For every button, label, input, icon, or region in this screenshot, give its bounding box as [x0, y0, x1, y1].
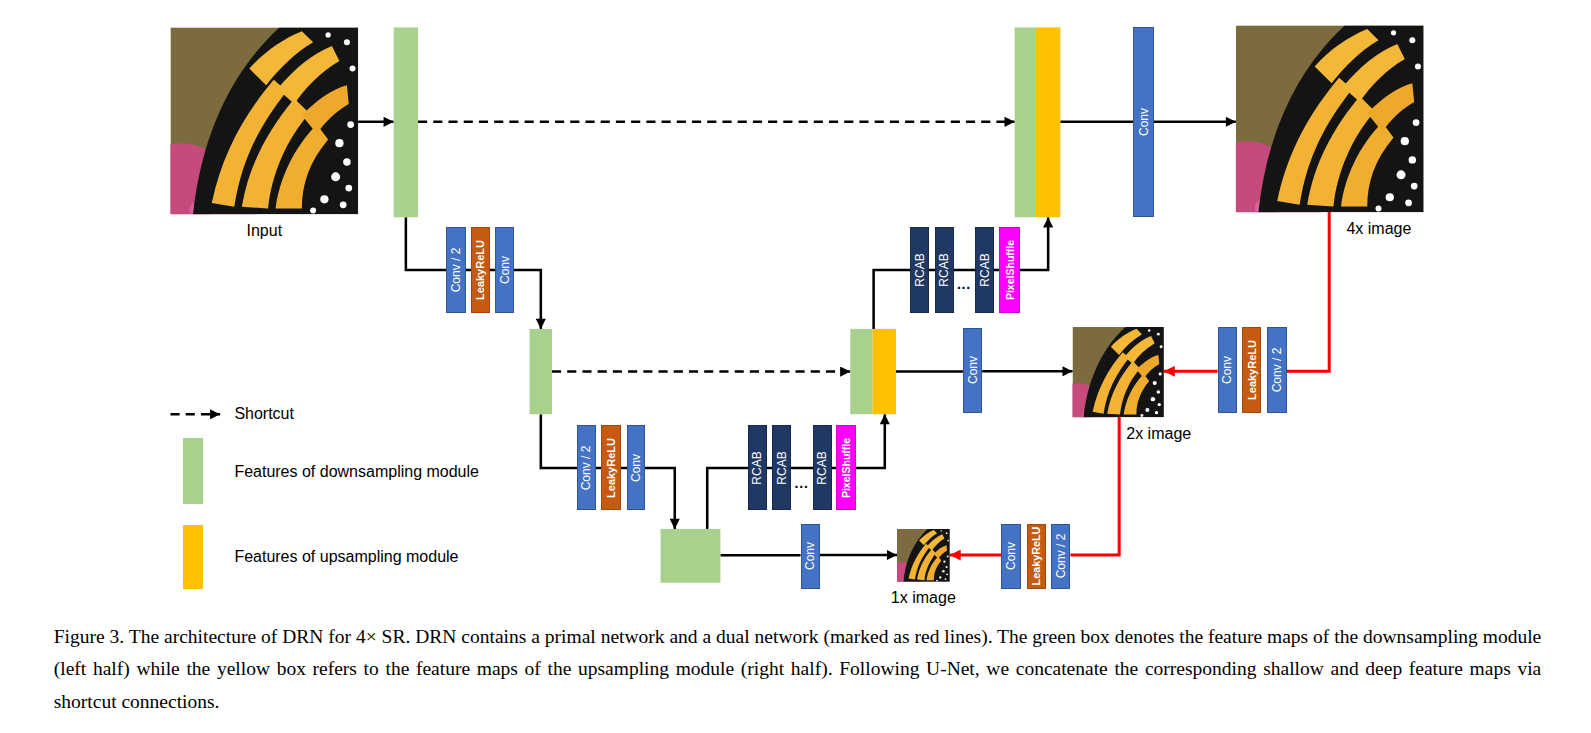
- feature-map: [1036, 27, 1060, 217]
- feature-map: [850, 329, 872, 414]
- conv-block: Conv: [495, 227, 514, 312]
- wires: [170, 122, 1133, 556]
- image-caption: 2x image: [1126, 425, 1191, 443]
- shortcut-line: [418, 121, 1015, 124]
- block-label: RCAB: [751, 451, 763, 484]
- block-label: PixelShuffle: [841, 438, 852, 498]
- block-label: Conv: [804, 542, 816, 570]
- conv-block: Conv: [1001, 524, 1020, 589]
- block-label: Conv: [1221, 356, 1233, 384]
- conv-block: Conv: [801, 524, 820, 589]
- wire: [406, 217, 541, 329]
- output-photo: [1202, 25, 1424, 225]
- feature-map: [661, 529, 721, 583]
- pixelshuffle-block: PixelShuffle: [836, 425, 856, 510]
- rcab-block: RCAB: [772, 425, 791, 510]
- block-label: RCAB: [816, 451, 828, 484]
- legend-swatch: [183, 438, 203, 504]
- block-label: Conv: [1138, 108, 1150, 136]
- dual-connector: [1164, 370, 1218, 373]
- ellipsis-label: ···: [794, 479, 810, 495]
- image-node: 2x image: [1073, 327, 1164, 417]
- conv-block: Conv: [1133, 27, 1153, 217]
- block-label: PixelShuffle: [1004, 240, 1015, 300]
- input-photo: [137, 27, 359, 227]
- activation-block: LeakyReLU: [601, 425, 621, 510]
- rcab-block: RCAB: [910, 227, 929, 312]
- photo-1x: [887, 529, 949, 585]
- figure-caption: Figure 3. The architecture of DRN for 4×…: [54, 621, 1542, 719]
- rcab-block: RCAB: [813, 425, 832, 510]
- activation-block: LeakyReLU: [1027, 524, 1046, 589]
- wire: [896, 370, 963, 373]
- connector: [982, 370, 1072, 373]
- feature-map: [394, 27, 418, 217]
- image-node: 4x image: [1236, 25, 1424, 212]
- conv-block: Conv / 2: [1051, 524, 1070, 589]
- block-label: Conv / 2: [450, 248, 462, 293]
- legend-text: Shortcut: [234, 405, 294, 423]
- wire: [720, 554, 800, 557]
- dual-connector: [1070, 417, 1119, 555]
- conv-block: Conv / 2: [1267, 327, 1286, 413]
- feature-map: [530, 329, 552, 414]
- image-caption: Input: [247, 222, 283, 240]
- legend-swatch: [183, 525, 203, 589]
- dual-connector: [1287, 212, 1330, 371]
- block-label: RCAB: [776, 451, 788, 484]
- block-label: LeakyReLU: [1031, 527, 1042, 586]
- wire: [358, 121, 394, 124]
- feature-map: [873, 329, 896, 414]
- connector: [820, 554, 897, 557]
- legend-text: Features of downsampling module: [234, 463, 479, 481]
- block-label: Conv: [967, 356, 979, 384]
- block-label: Conv: [1005, 542, 1017, 570]
- conv-block: Conv: [627, 425, 645, 510]
- dual-connector: [950, 554, 1002, 557]
- photo-2x: [1056, 327, 1164, 424]
- image-node: 1x image: [897, 529, 950, 582]
- ellipsis-label: ···: [956, 280, 972, 296]
- block-label: RCAB: [938, 253, 950, 286]
- block-label: LeakyReLU: [1246, 340, 1257, 400]
- block-label: RCAB: [979, 253, 991, 286]
- legend-shortcut-sample: [170, 413, 220, 416]
- feature-map: [1015, 27, 1036, 217]
- rcab-block: RCAB: [748, 425, 767, 510]
- block-label: RCAB: [914, 253, 926, 286]
- block-label: Conv / 2: [1271, 347, 1283, 392]
- block-label: Conv / 2: [580, 445, 592, 490]
- legend-text: Features of upsampling module: [234, 548, 458, 566]
- shortcut-line: [552, 370, 850, 373]
- block-label: Conv: [499, 256, 511, 284]
- block-label: Conv / 2: [1055, 534, 1067, 579]
- conv-block: Conv / 2: [577, 425, 595, 510]
- rcab-block: RCAB: [975, 227, 994, 312]
- conv-block: Conv: [1218, 327, 1237, 413]
- image-node: Input: [170, 27, 358, 214]
- block-label: Conv: [630, 454, 642, 482]
- connector: [1154, 121, 1236, 124]
- rcab-block: RCAB: [935, 227, 954, 312]
- activation-block: LeakyReLU: [1242, 327, 1261, 413]
- block-label: LeakyReLU: [605, 438, 616, 498]
- activation-block: LeakyReLU: [471, 227, 490, 312]
- block-label: LeakyReLU: [475, 240, 486, 300]
- wire: [707, 414, 885, 529]
- wire: [1060, 121, 1133, 124]
- conv-block: Conv: [963, 328, 982, 413]
- wire: [541, 414, 675, 529]
- pixelshuffle-block: PixelShuffle: [999, 227, 1019, 312]
- image-caption: 4x image: [1346, 220, 1411, 238]
- conv-block: Conv / 2: [446, 227, 465, 312]
- image-caption: 1x image: [891, 589, 956, 607]
- wire: [874, 217, 1049, 329]
